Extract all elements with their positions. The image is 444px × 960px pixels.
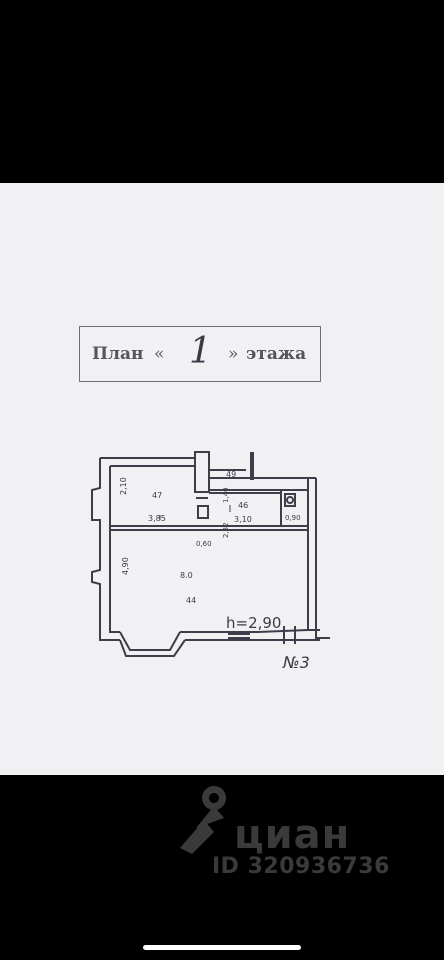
stamp-floor-number: 1: [189, 331, 212, 372]
label-door-height: 2,32: [222, 522, 230, 538]
label-room-a-area: 47: [152, 491, 162, 500]
label-ceiling-height: h=2,90: [226, 614, 281, 632]
label-room-b-area: 49: [226, 470, 236, 479]
label-door-width: 0,60: [196, 540, 212, 548]
stamp-quote-close: »: [228, 344, 239, 364]
label-main-area: 44: [186, 596, 196, 605]
label-room-c-area: 46: [238, 501, 248, 510]
plan-title-stamp: План « 1 » этажа: [79, 326, 321, 382]
label-wc-width: 0,90: [285, 514, 301, 522]
stamp-quote-open: «: [154, 344, 165, 364]
label-room-a-length: 3,85: [148, 514, 166, 523]
label-sheet-number: №3: [282, 653, 310, 672]
label-room-c-length: 3,10: [234, 515, 252, 524]
watermark-brand: циан: [234, 812, 351, 858]
watermark-listing-id: ID 320936736: [212, 854, 390, 879]
home-indicator[interactable]: [143, 945, 301, 950]
stamp-word-floor: этажа: [246, 344, 307, 364]
label-main-depth: 4,90: [121, 557, 130, 575]
label-main-marker: 8.0: [180, 571, 193, 580]
pin-icon: [180, 786, 227, 854]
stamp-word-plan: План: [92, 344, 144, 364]
label-room-a-width: 2,10: [119, 477, 128, 495]
label-corridor-width: 1,40: [222, 487, 230, 503]
